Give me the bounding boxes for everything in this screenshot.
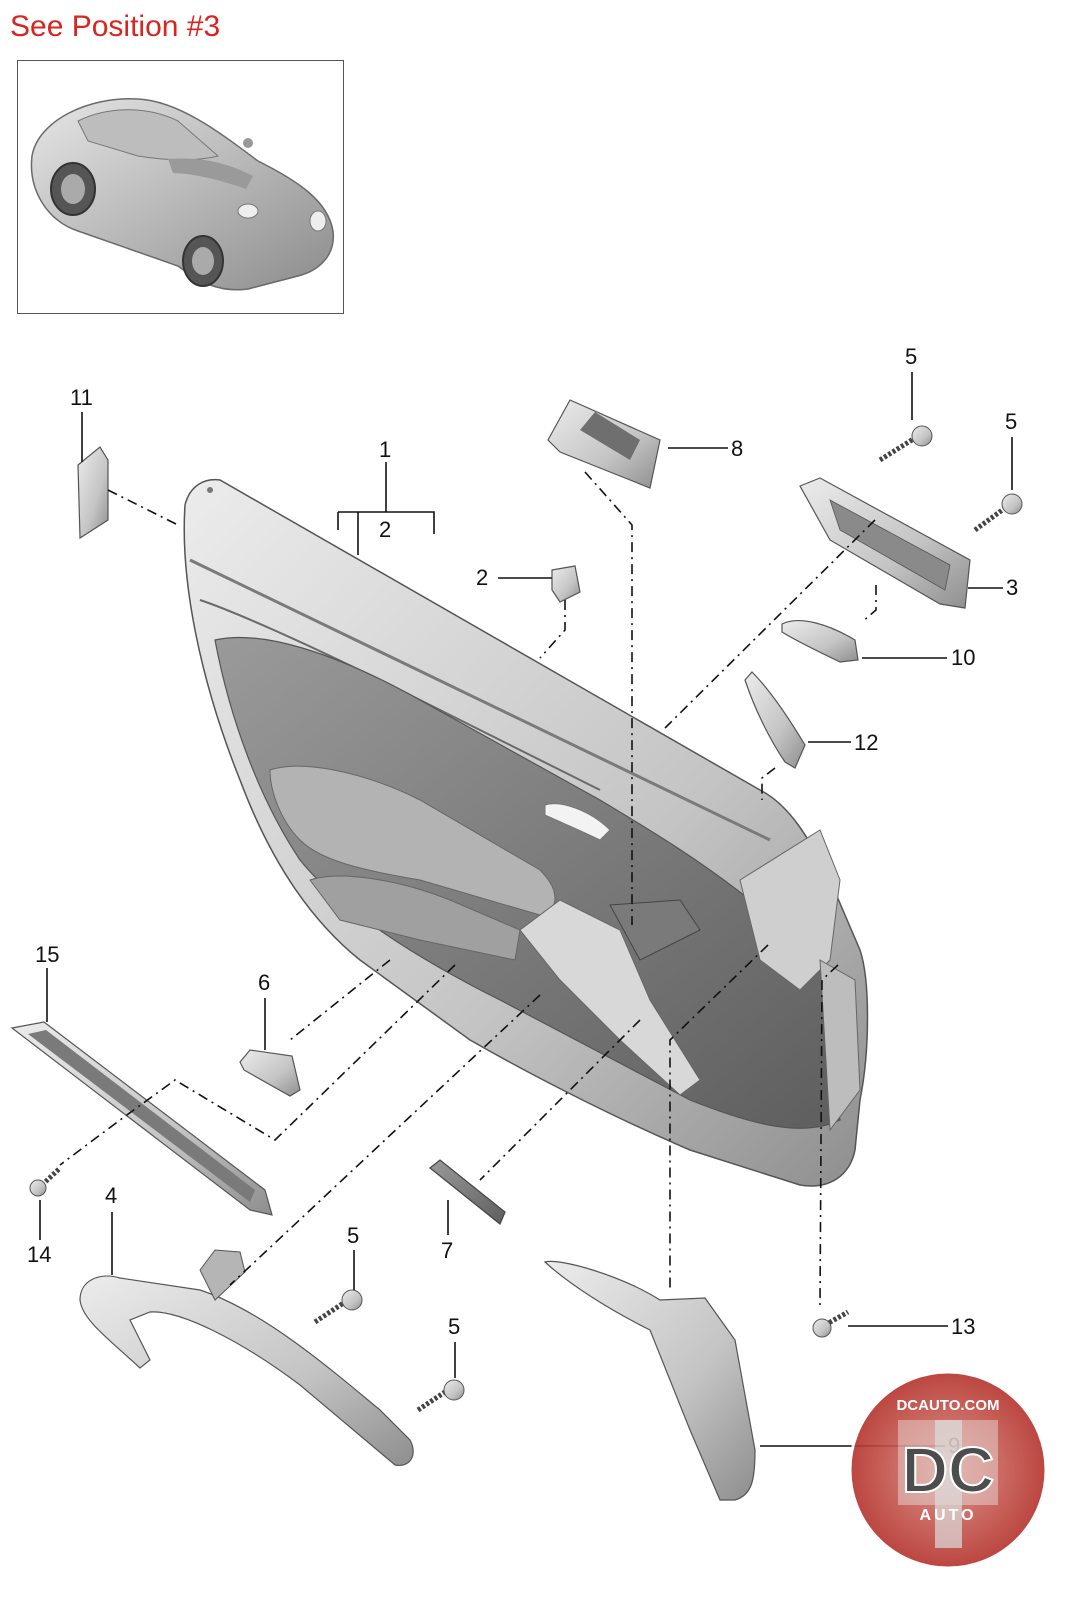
screw-5-bottom (416, 1379, 465, 1413)
callout-10: 10 (951, 645, 975, 670)
door-trim-panel-part (183, 478, 869, 1187)
callout-13: 13 (951, 1314, 975, 1339)
vehicle-thumbnail (17, 60, 344, 314)
dcauto-watermark-logo: DCAUTO.COM DC AUTO (848, 1370, 1048, 1570)
part-3-handle-bracket (799, 477, 971, 609)
callout-5-mid: 5 (347, 1223, 359, 1248)
part-2-clip (551, 565, 581, 603)
screw-5-right (973, 493, 1023, 533)
callout-14: 14 (27, 1242, 51, 1267)
car-illustration (30, 98, 334, 291)
screw-13 (812, 1309, 850, 1338)
screw-5-mid (313, 1289, 363, 1325)
part-10-trim (781, 620, 859, 663)
watermark-site-text: DCAUTO.COM (896, 1397, 999, 1414)
callout-5-bottom: 5 (448, 1314, 460, 1339)
callout-15: 15 (35, 942, 59, 967)
part-12-trim (744, 671, 806, 769)
callout-7: 7 (441, 1238, 453, 1263)
callout-2-upper: 2 (379, 517, 391, 542)
part-8-switch-bezel (547, 399, 661, 489)
part-6-clip (239, 1049, 301, 1097)
part-7-strip (429, 1159, 506, 1225)
assembly-lines (59, 471, 877, 1306)
part-15-frame (10, 1021, 273, 1216)
callout-5-right: 5 (1005, 409, 1017, 434)
screw-14 (29, 1166, 62, 1197)
callouts: 1 2 2 3 4 5 5 5 5 6 7 8 9 10 11 12 13 14… (27, 344, 1018, 1458)
part-4-grab-handle (79, 1249, 414, 1467)
callout-5-top: 5 (905, 344, 917, 369)
screw-5-top (878, 425, 933, 463)
callout-2-clip: 2 (476, 565, 488, 590)
callout-1: 1 (379, 437, 391, 462)
watermark-monogram: DC (902, 1434, 994, 1506)
callout-8: 8 (731, 436, 743, 461)
position-note: See Position #3 (10, 10, 221, 43)
callout-6: 6 (258, 970, 270, 995)
callout-12: 12 (854, 730, 878, 755)
callout-11: 11 (70, 385, 93, 410)
part-9-pocket (543, 1260, 756, 1501)
watermark-word: AUTO (919, 1507, 976, 1524)
callout-4: 4 (105, 1183, 117, 1208)
callout-3: 3 (1006, 575, 1018, 600)
